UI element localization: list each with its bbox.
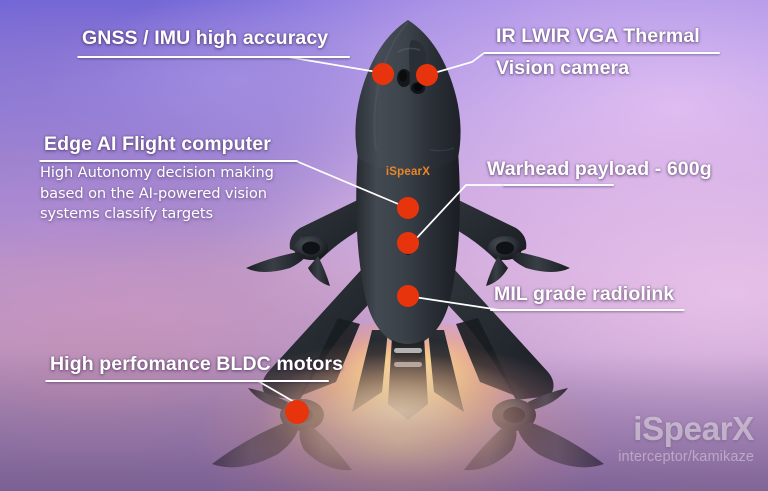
callout-label-warhead-payload: Warhead payload - 600g [487, 158, 712, 180]
callout-subtitle-edge-ai-flight-computer: High Autonomy decision making based on t… [40, 164, 274, 223]
leader-line-ir-thermal-camera [433, 52, 485, 74]
callout-label-ir-thermal-camera-line2: Vision camera [496, 57, 630, 79]
callout-underline-gnss-imu [78, 56, 350, 58]
marker-edge-ai-flight-computer[interactable] [397, 197, 419, 219]
callout-underline-ir-thermal-camera [484, 52, 720, 54]
callout-underline-mil-grade-radiolink [490, 309, 684, 311]
callout-label-edge-ai-flight-computer: Edge AI Flight computer [44, 133, 271, 155]
marker-warhead-payload[interactable] [397, 232, 419, 254]
marker-mil-grade-radiolink[interactable] [397, 285, 419, 307]
callout-label-ir-thermal-camera: IR LWIR VGA Thermal [496, 25, 700, 47]
callout-underline-warhead-payload [503, 184, 614, 186]
marker-bldc-motors[interactable] [285, 400, 309, 424]
markers [285, 63, 438, 424]
callout-underline-bldc-motors [46, 380, 329, 382]
callout-label-mil-grade-radiolink: MIL grade radiolink [494, 283, 675, 305]
marker-gnss-imu[interactable] [372, 63, 394, 85]
marker-ir-thermal-camera[interactable] [416, 64, 438, 86]
leader-line-gnss-imu [77, 56, 378, 73]
leader-line-bldc-motors [45, 380, 304, 408]
leader-line-warhead-payload [413, 184, 504, 242]
callout-label-gnss-imu: GNSS / IMU high accuracy [82, 27, 329, 49]
callout-underline-edge-ai-flight-computer [40, 160, 298, 162]
callout-label-bldc-motors: High perfomance BLDC motors [50, 353, 344, 375]
